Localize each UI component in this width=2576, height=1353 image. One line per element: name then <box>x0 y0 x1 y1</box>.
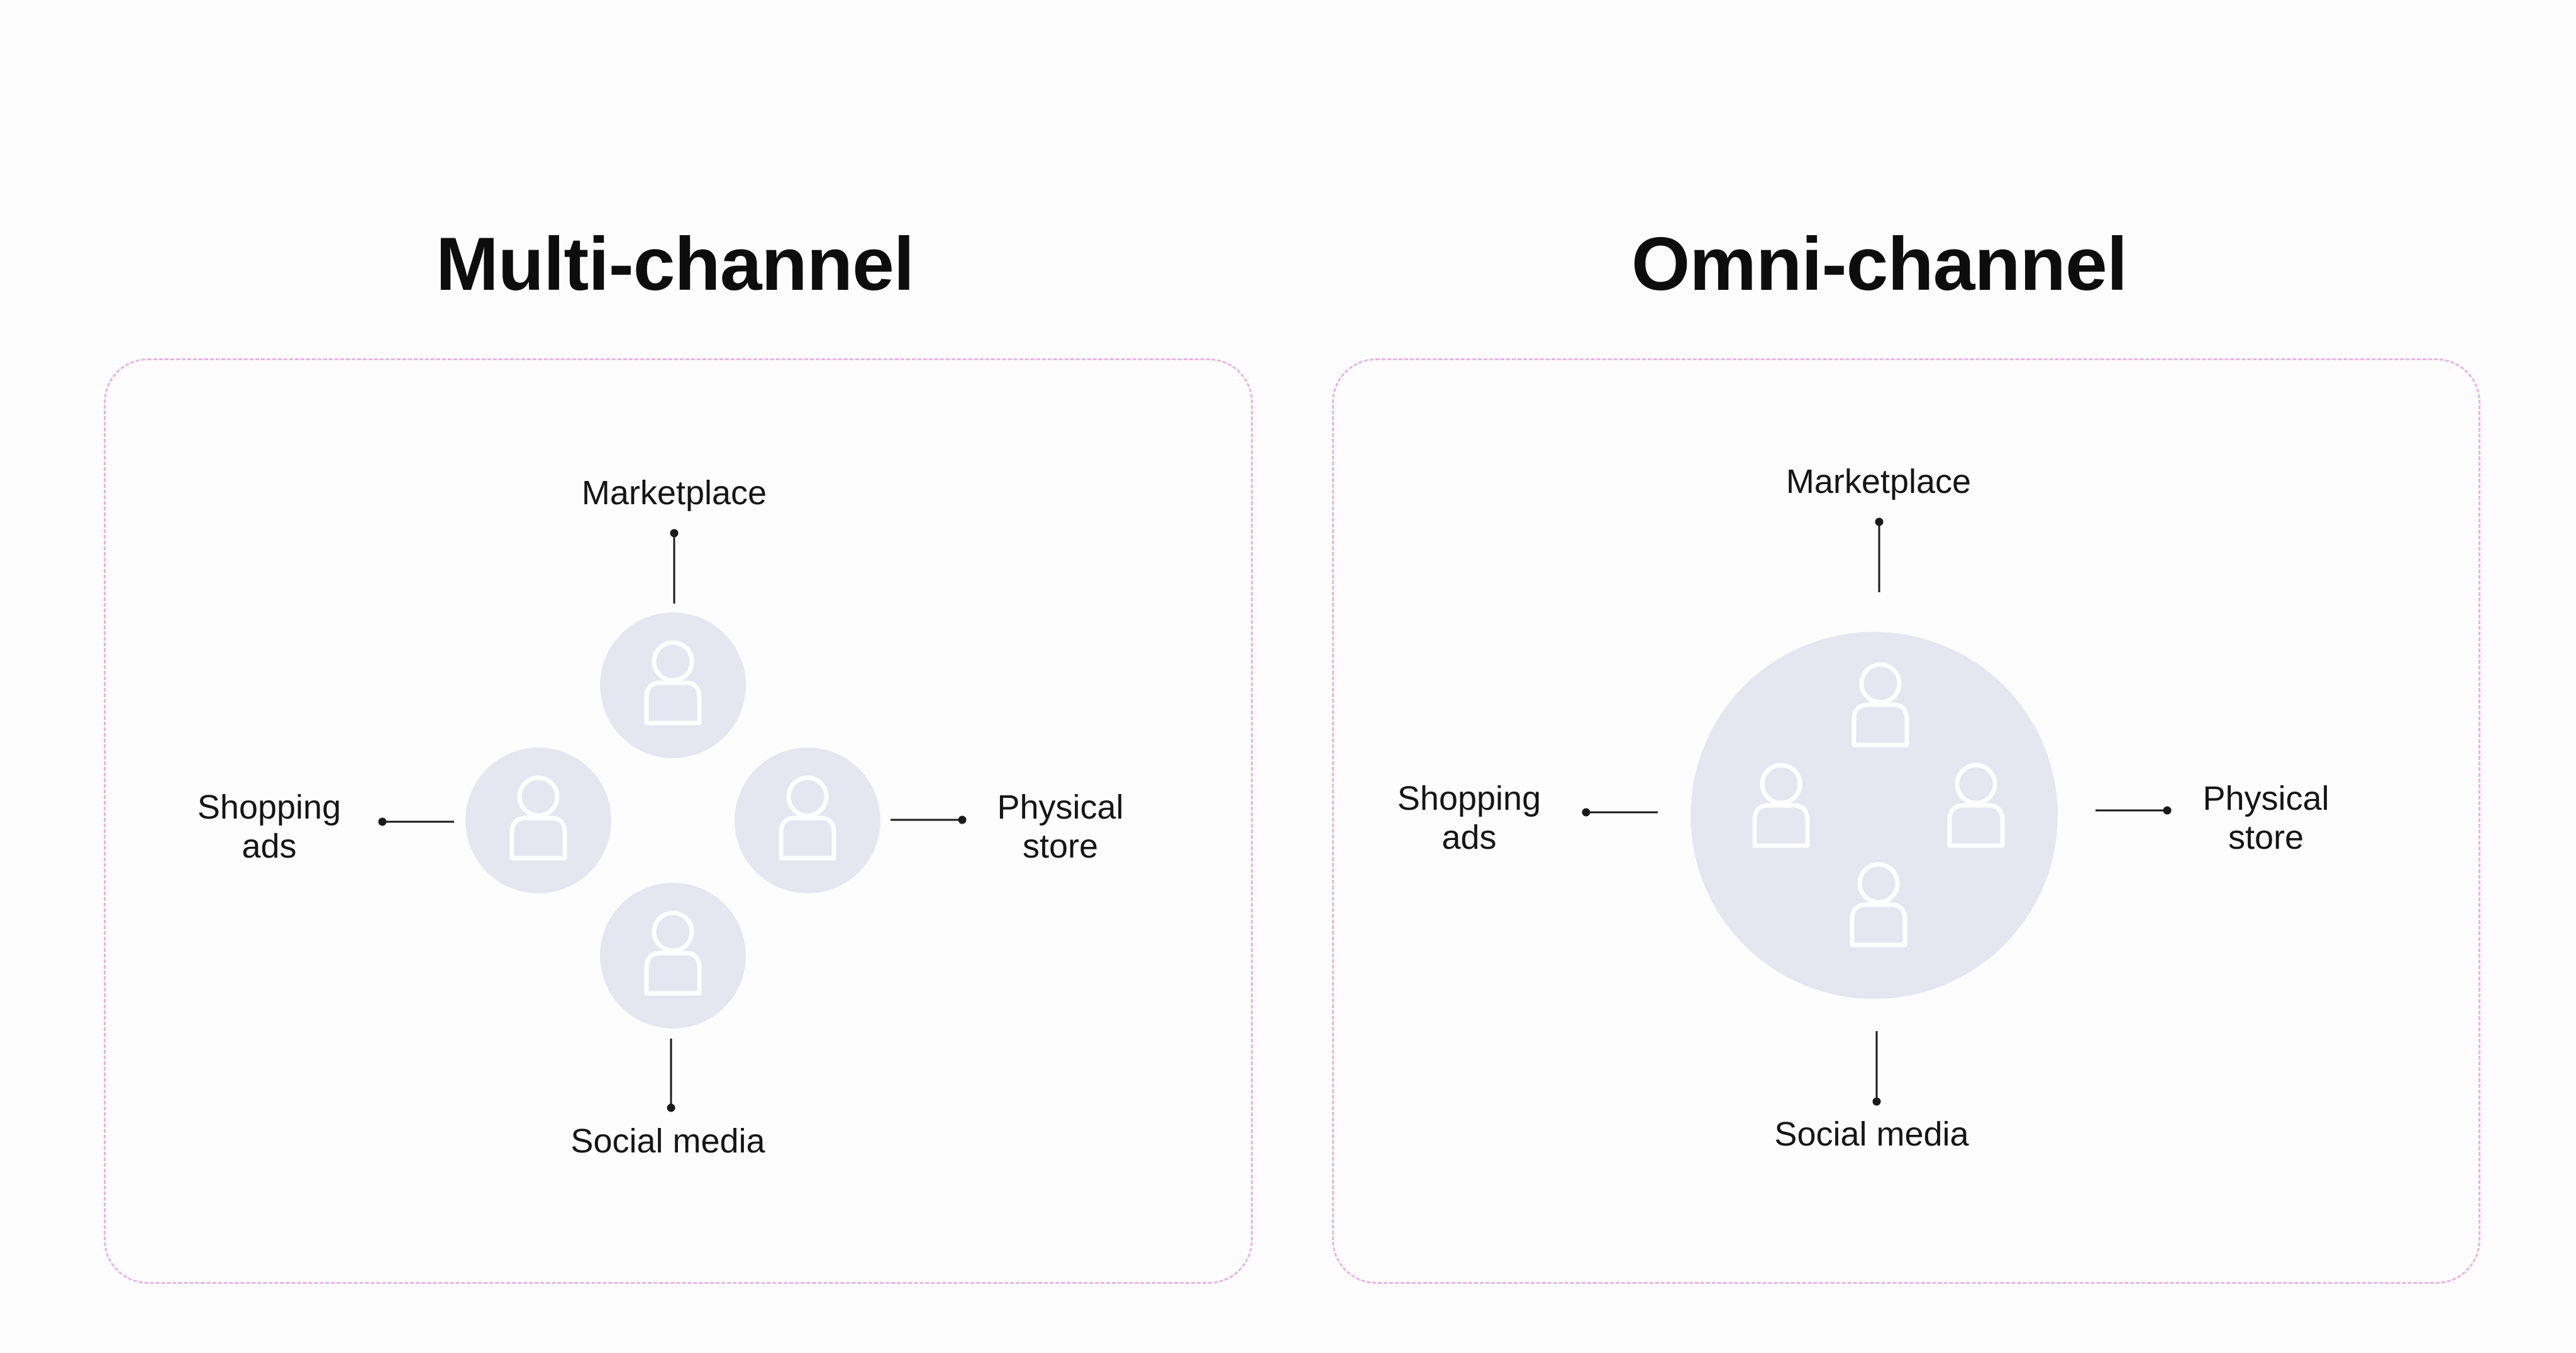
label-social-media: Social media <box>570 1122 765 1160</box>
omnichannel-title: Omni-channel <box>1631 222 2128 306</box>
connector-dot <box>2163 806 2172 815</box>
connector-dot <box>670 529 679 538</box>
connector-dot <box>1875 517 1884 526</box>
connector-dot <box>1872 1097 1881 1106</box>
multichannel-customer-left <box>465 748 611 893</box>
label-shopping-ads: Shopping ads <box>197 788 341 865</box>
multichannel-title: Multi-channel <box>435 222 914 306</box>
multichannel-panel <box>104 358 1253 1284</box>
label-social-media: Social media <box>1774 1115 1969 1153</box>
label-marketplace: Marketplace <box>581 474 767 512</box>
connector-dot <box>958 815 967 824</box>
multichannel-customer-bottom <box>600 883 746 1029</box>
label-marketplace: Marketplace <box>1785 463 1972 500</box>
omnichannel-panel <box>1332 358 2480 1284</box>
label-physical-store: Physical store <box>2202 780 2329 856</box>
label-shopping-ads: Shopping ads <box>1397 780 1541 856</box>
connector-dot <box>1582 808 1591 817</box>
multichannel-customer-right <box>735 748 880 893</box>
multichannel-customer-top <box>600 612 746 758</box>
connector-dot <box>378 817 387 826</box>
connector-dot <box>667 1103 675 1112</box>
label-physical-store: Physical store <box>997 788 1124 865</box>
omnichannel-customers <box>1690 632 2058 999</box>
